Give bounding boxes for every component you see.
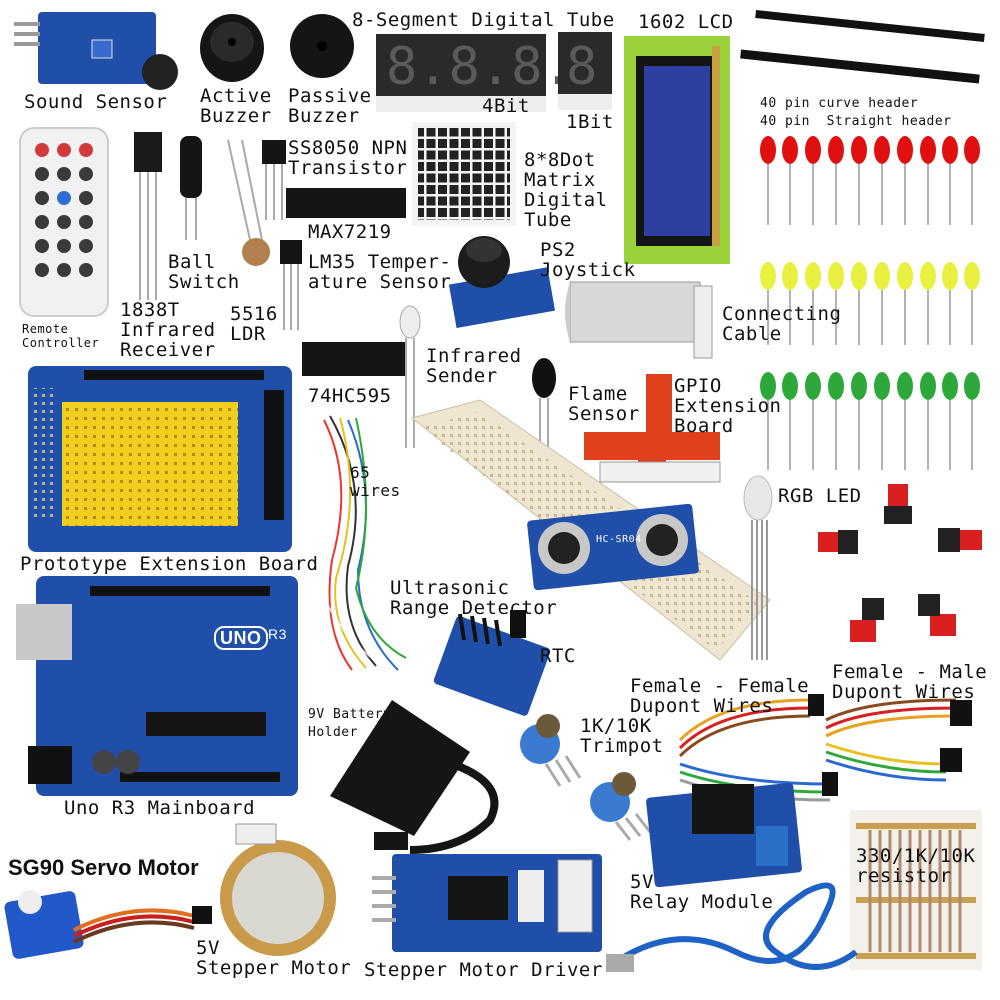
dot-matrix-label: 8*8Dot Matrix Digital Tube [524, 149, 608, 231]
ps2-joystick [448, 236, 556, 329]
battery-holder [330, 700, 499, 854]
one-bit-label: 1Bit [566, 111, 614, 133]
lm35-label: LM35 Temper- ature Sensor [308, 251, 452, 293]
active-buzzer [200, 14, 264, 82]
stepper-motor-label: 5V Stepper Motor [196, 937, 352, 979]
usb-cable [606, 882, 858, 972]
uno-board [16, 576, 298, 796]
rgb-led [743, 475, 773, 660]
rtc-label: RTC [540, 645, 576, 667]
wires-65-label: 65 wires [350, 463, 401, 500]
ir-receiver [134, 132, 162, 300]
green-leds [760, 372, 980, 470]
yellow-leds [760, 262, 980, 345]
segment-display-1bit: 8 [558, 32, 612, 110]
dot-matrix [412, 122, 516, 226]
servo-motor [4, 890, 212, 959]
ribbon-cable [565, 281, 713, 359]
gpio-board-label: GPIO Extension Board [674, 375, 782, 437]
prototype-board-label: Prototype Extension Board [20, 553, 319, 575]
lcd-label: 1602 LCD [638, 11, 734, 33]
curve-header-label: 40 pin curve header [760, 96, 919, 111]
ldr-label: 5516 LDR [230, 303, 278, 345]
joystick-label: PS2 Joystick [540, 239, 636, 281]
infrared-sender [399, 305, 421, 448]
trimpot-1 [520, 714, 582, 787]
gpio-extension-board [584, 374, 721, 483]
relay-label: 5V Relay Module [630, 871, 774, 913]
infrared-receiver-label: 1838T Infrared Receiver [120, 299, 216, 361]
relay-module [646, 782, 802, 888]
active-buzzer-label: Active Buzzer [200, 85, 272, 127]
lm35-sensor [280, 240, 302, 330]
flame-sensor-label: Flame Sensor [568, 383, 640, 425]
stepper-driver-label: Stepper Motor Driver [364, 959, 603, 981]
ball-switch [180, 136, 202, 240]
trimpot-label: 1K/10K Trimpot [580, 715, 664, 757]
stepper-motor [220, 823, 336, 956]
passive-buzzer-label: Passive Buzzer [288, 85, 372, 127]
ldr [227, 139, 270, 266]
ultrasonic-sensor [527, 503, 699, 591]
fm-wires-label: Female - Male Dupont Wires [832, 661, 988, 703]
max7219-chip [286, 188, 406, 218]
four-bit-label: 4Bit [482, 95, 530, 117]
transistor-label: SS8050 NPN Transistor [288, 137, 408, 179]
servo-label: SG90 Servo Motor [8, 855, 199, 880]
straight-header-label: 40 pin Straight header [760, 114, 952, 129]
ultrasonic-label: Ultrasonic Range Detector [390, 577, 558, 619]
ic-74hc595 [302, 342, 406, 376]
prototype-board [28, 366, 292, 552]
resistors [850, 810, 982, 970]
passive-buzzer [290, 14, 354, 78]
sound-sensor-label: Sound Sensor [24, 91, 168, 113]
segment-tube-label: 8-Segment Digital Tube [352, 9, 615, 31]
battery-holder-label: 9V Battery Holder [308, 707, 392, 740]
jumper-wires-bundle [310, 415, 407, 671]
svg-text:8: 8 [566, 37, 597, 97]
74hc595-label: 74HC595 [308, 385, 392, 407]
max7219-label: MAX7219 [308, 221, 392, 243]
lcd-module [624, 36, 730, 264]
infrared-sender-label: Infrared Sender [426, 345, 522, 387]
uno-label: Uno R3 Mainboard [64, 797, 256, 819]
uno-logo: UNO [214, 626, 268, 650]
rgb-led-label: RGB LED [778, 485, 862, 507]
ultrasonic-model-marking: HC-SR04 [596, 534, 642, 545]
resistor-label: 330/1K/10K resistor [856, 845, 976, 887]
stepper-driver-board [372, 854, 602, 952]
sound-sensor-board [14, 12, 178, 90]
rtc-module [433, 610, 551, 716]
pin-headers [740, 10, 985, 84]
push-buttons [818, 484, 982, 642]
remote-controller [19, 127, 109, 317]
ss8050-transistor [262, 140, 286, 220]
red-leds [760, 136, 980, 225]
remote-label: Remote Controller [22, 322, 100, 350]
ball-switch-label: Ball Switch [168, 251, 240, 293]
trimpot-2 [590, 772, 652, 841]
ff-wires-label: Female - Female Dupont Wires [630, 675, 810, 717]
fm-dupont-wires [825, 698, 972, 782]
uno-r3-marking: R3 [268, 626, 287, 642]
connecting-cable-label: Connecting Cable [722, 303, 842, 345]
